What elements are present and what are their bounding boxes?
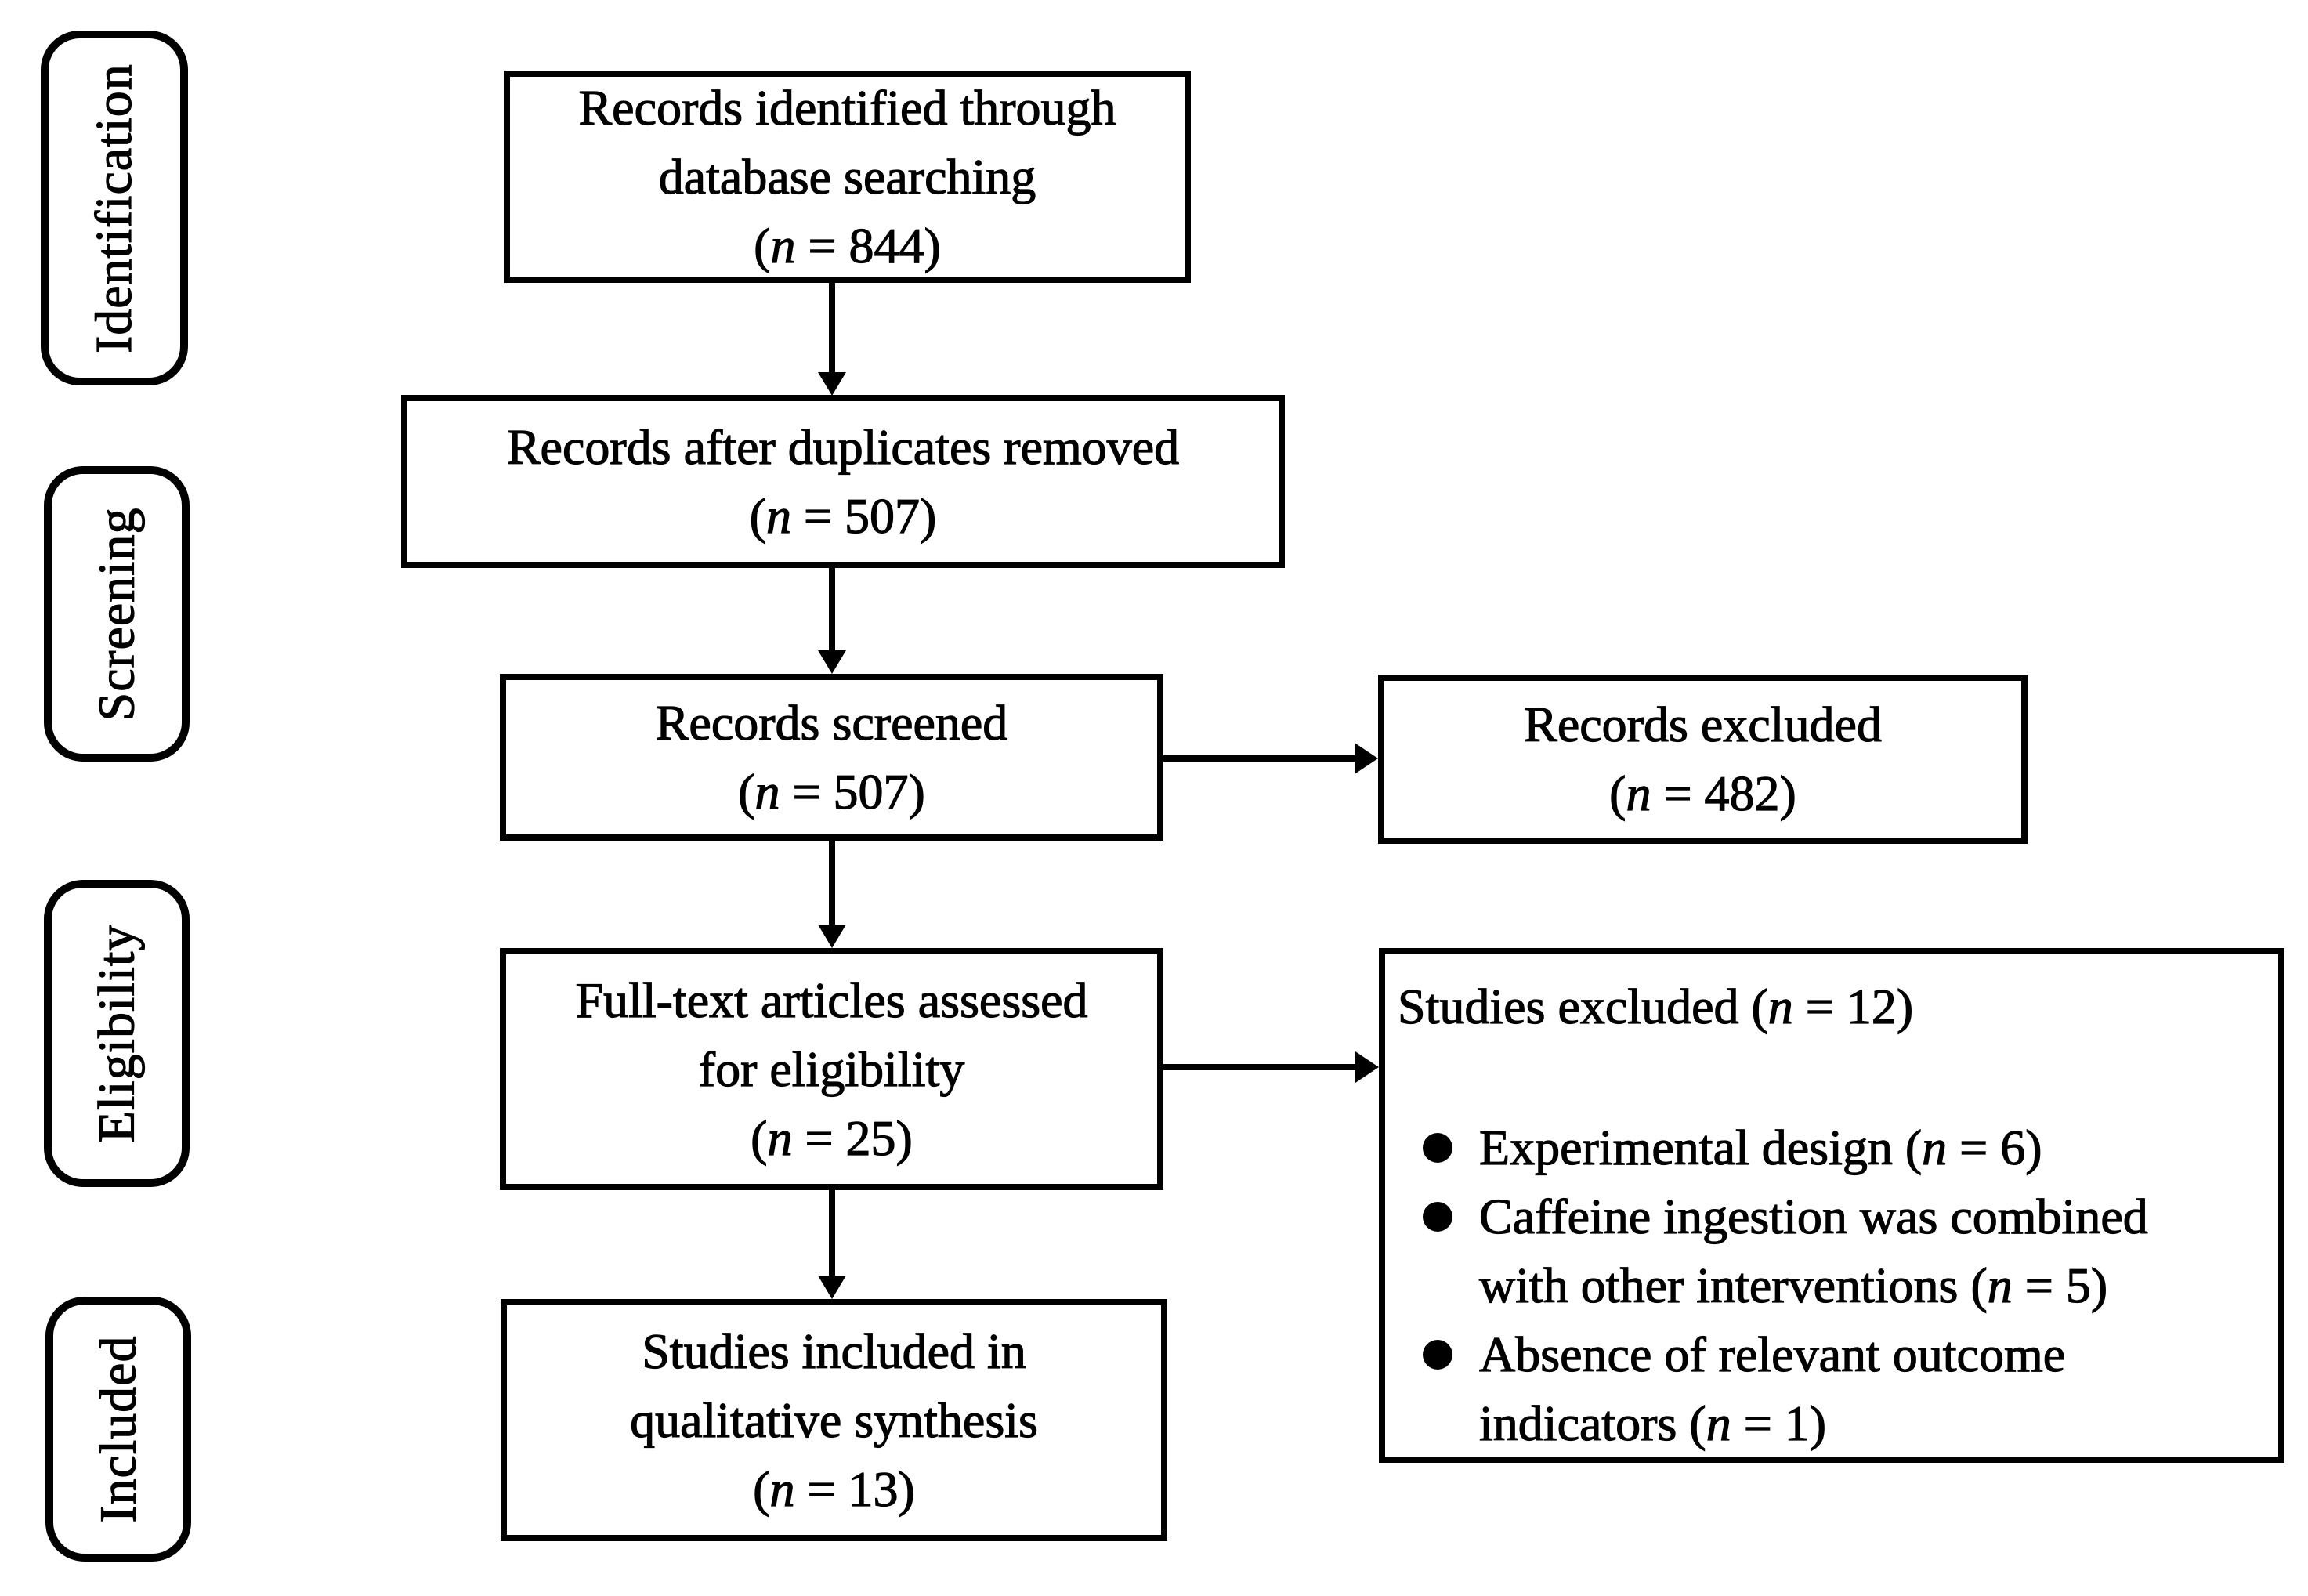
text-line: Experimental design (n = 6) — [1478, 1119, 2042, 1175]
bullet-icon — [1423, 1133, 1452, 1163]
stage-label: Screening — [87, 506, 145, 721]
text-line: for eligibility — [698, 1040, 965, 1097]
arrow-down-icon — [818, 841, 846, 948]
exclusion-reason: Caffeine ingestion was combined with othe… — [1478, 1182, 2148, 1320]
box-studies-included: Studies included in qualitative synthesis… — [501, 1299, 1167, 1541]
arrow-right-icon — [1163, 743, 1378, 774]
text-line: database searching — [658, 148, 1036, 204]
text-line: Records excluded — [1524, 696, 1883, 752]
text-line: (n = 13) — [753, 1460, 916, 1517]
arrow-right-icon — [1163, 1051, 1379, 1083]
stage-screening: Screening — [44, 466, 190, 762]
text-line: Studies included in — [642, 1323, 1027, 1379]
stage-included: Included — [45, 1297, 191, 1562]
text-line: (n = 507) — [738, 763, 926, 820]
text-line: (n = 844) — [754, 217, 942, 273]
arrow-down-icon — [818, 283, 846, 396]
text-line: Full-text articles assessed — [575, 972, 1088, 1028]
bullet-icon — [1423, 1340, 1452, 1370]
list-item: Caffeine ingestion was combined with othe… — [1423, 1182, 2264, 1320]
list-item: Absence of relevant outcome indicators (n… — [1423, 1320, 2264, 1458]
text-line: with other interventions (n = 5) — [1478, 1257, 2108, 1313]
text-line: (n = 507) — [749, 487, 937, 544]
text-line: qualitative synthesis — [629, 1392, 1038, 1448]
exclusion-reason: Absence of relevant outcome indicators (n… — [1478, 1320, 2066, 1458]
box-fulltext-assessed: Full-text articles assessed for eligibili… — [500, 948, 1163, 1190]
bullet-icon — [1423, 1202, 1452, 1232]
box-records-screened: Records screened (n = 507) — [500, 674, 1163, 841]
exclusion-reason-list: Experimental design (n = 6) Caffeine ing… — [1423, 1113, 2264, 1458]
arrow-down-icon — [818, 1190, 846, 1299]
arrow-down-icon — [818, 568, 846, 674]
box-records-identified: Records identified through database searc… — [504, 71, 1191, 283]
box-records-after-duplicates-removed: Records after duplicates removed (n = 507… — [401, 395, 1285, 568]
studies-excluded-title: Studies excluded (n = 12) — [1397, 978, 1914, 1034]
text-line: Caffeine ingestion was combined — [1478, 1188, 2148, 1244]
text-line: indicators (n = 1) — [1478, 1395, 1827, 1451]
text-line: Absence of relevant outcome — [1478, 1326, 2066, 1382]
exclusion-reason: Experimental design (n = 6) — [1478, 1113, 2042, 1182]
text-line: (n = 25) — [751, 1109, 913, 1166]
text-line: Records identified through — [578, 79, 1116, 136]
box-studies-excluded: Studies excluded (n = 12) Experimental d… — [1379, 948, 2284, 1463]
stage-label: Included — [89, 1335, 147, 1523]
text-line: Records screened — [655, 694, 1008, 751]
stage-label: Eligibility — [87, 924, 145, 1143]
stage-label: Identification — [85, 63, 143, 353]
text-line: Records after duplicates removed — [506, 418, 1180, 475]
list-item: Experimental design (n = 6) — [1423, 1113, 2264, 1182]
box-records-excluded: Records excluded (n = 482) — [1378, 675, 2028, 844]
text-line: (n = 482) — [1609, 765, 1797, 821]
stage-identification: Identification — [41, 31, 188, 385]
stage-eligibility: Eligibility — [44, 880, 190, 1187]
